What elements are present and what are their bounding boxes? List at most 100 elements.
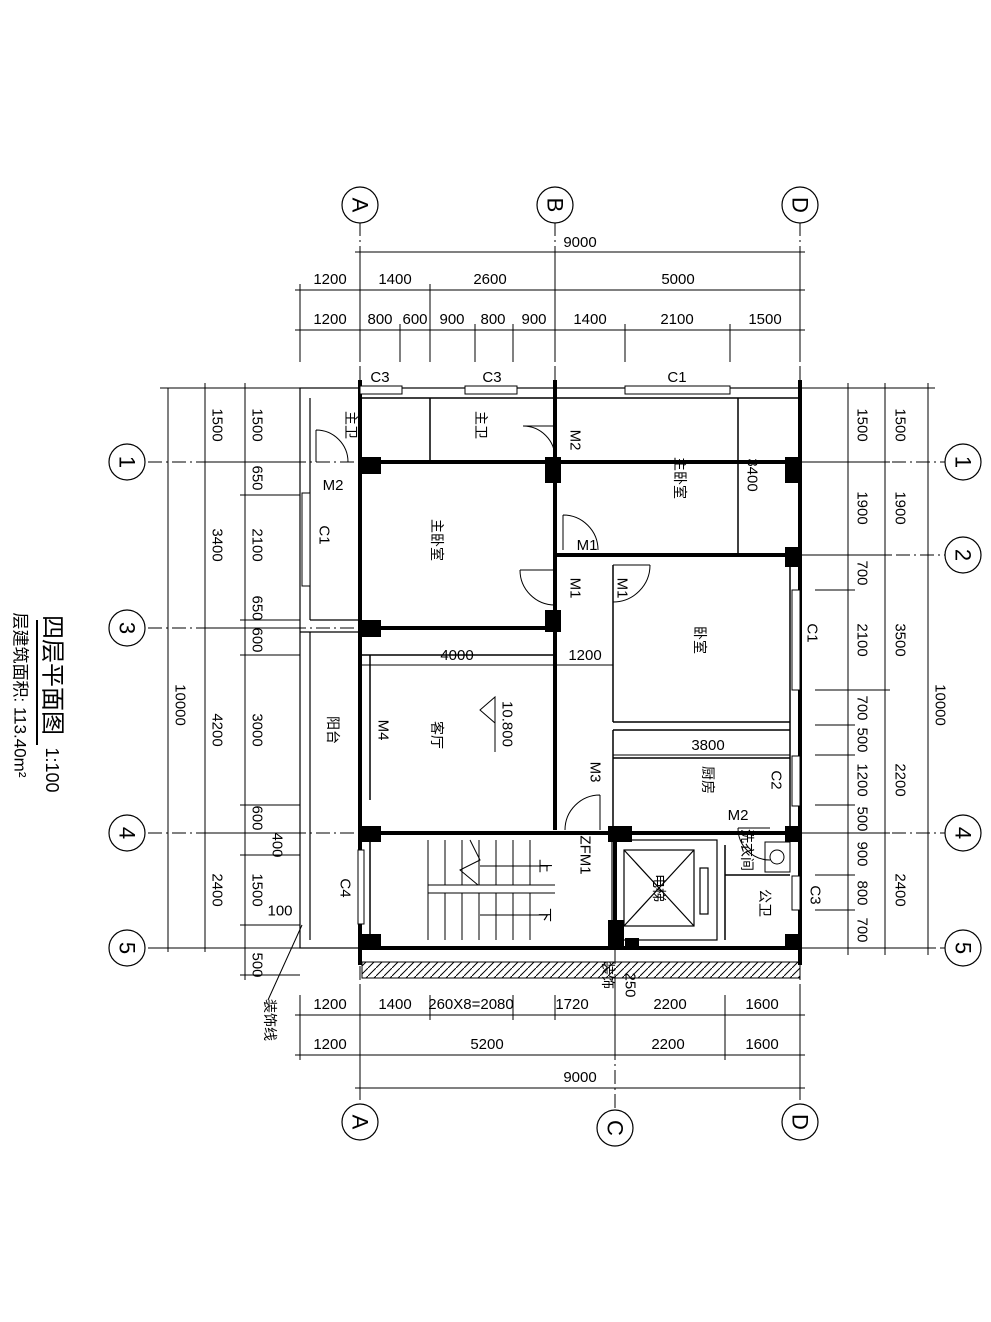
room-label-master-bed-2: 主卧室 [672,457,688,499]
dim-bottom-total: 9000 [563,1069,596,1086]
tag-zfm1: ZFM1 [577,835,594,874]
dim-bottom-row1: 2200 [653,996,686,1013]
axis-bubble-right-4: 4 [944,814,982,852]
room-label-living: 客厅 [429,721,445,749]
room-label-master-bed-1: 主卧室 [429,519,445,561]
elevation-marker: 10.800 [479,695,516,752]
room-label-bedroom: 卧室 [692,626,708,654]
tag-m1-c: M1 [614,578,631,599]
axis-label: 3 [115,622,140,634]
dim-right-inner: 800 [854,880,871,905]
axis-bubble-bottom-d: D [781,1103,819,1141]
dim-top-row2: 800 [480,311,505,328]
dim-right-inner: 500 [854,806,871,831]
axis-label: D [788,197,813,213]
dim-left-inner: 600 [249,627,266,652]
elevator [611,839,718,941]
elevation-value: 10.800 [499,701,516,747]
axis-label: 1 [115,456,140,468]
room-label-public-wc: 公卫 [757,889,773,917]
dim-left-outer: 10000 [172,684,189,726]
interior-dimension-lines [360,664,790,756]
dim-left-mid: 4200 [209,713,226,746]
dim-left-inner: 1500 [249,408,266,441]
dim-bottom-row1: 1600 [745,996,778,1013]
dim-right-inner: 700 [854,917,871,942]
dim-left-inner: 1500 [249,873,266,906]
dim-right-mid: 1900 [892,491,909,524]
staircase [427,839,555,940]
axis-bubble-left-3: 3 [108,609,146,647]
dim-interior: 4000 [440,647,473,664]
dim-right-mid: 3500 [892,623,909,656]
dim-top-row1: 2600 [473,271,506,288]
axis-label: 4 [951,827,976,839]
axis-label: B [543,198,568,213]
dim-top-row2: 900 [439,311,464,328]
dim-left-mid: 3400 [209,528,226,561]
tag-m3: M3 [587,762,604,783]
tag-c2: C2 [768,770,785,789]
windows [301,385,801,925]
dim-interior: 3800 [691,737,724,754]
decor-line-label: 装饰线 [262,999,278,1041]
axis-bubble-left-5: 5 [108,929,146,967]
tag-m2-c: M2 [728,807,749,824]
tag-c3-right: C3 [807,885,824,904]
dim-bottom-row2: 2200 [651,1036,684,1053]
axis-label: 5 [951,942,976,954]
axis-label: 1 [951,456,976,468]
tag-c4: C4 [337,878,354,897]
dim-top-row2: 800 [367,311,392,328]
dim-top-row1: 1200 [313,271,346,288]
dim-right-inner: 700 [854,695,871,720]
dim-top-row2: 900 [521,311,546,328]
axis-label: 2 [951,549,976,561]
dim-right-outer: 10000 [932,684,949,726]
dim-bottom-row1: 1720 [555,996,588,1013]
dim-right-inner: 1900 [854,491,871,524]
dim-left-inner: 2100 [249,528,266,561]
dim-right-inner: 1200 [854,763,871,796]
stair-up-label: 上 [537,859,553,873]
dim-right-mid: 2400 [892,873,909,906]
tag-c1-top: C1 [667,369,686,386]
tag-m2-a: M2 [323,477,344,494]
dim-left-inner: 3000 [249,713,266,746]
tag-m4: M4 [375,720,392,741]
dim-right-inner: 500 [854,727,871,752]
dim-top-row2: 1400 [573,311,606,328]
axis-bubble-bottom-c: C [596,1109,634,1147]
dim-top-row2: 600 [402,311,427,328]
doors [315,425,771,861]
sink-fixture [764,841,791,873]
axis-label: A [348,1115,373,1130]
room-label-kitchen: 厨房 [700,766,716,794]
dim-right-mid: 2200 [892,763,909,796]
dim-right-inner: 1500 [854,408,871,441]
tag-m1-a: M1 [577,537,598,554]
dim-right-inner: 2100 [854,623,871,656]
tag-m1-b: M1 [567,578,584,599]
room-label-toilet-1: 主卫 [343,411,359,439]
room-label-toilet-2: 主卫 [473,411,489,439]
dim-bottom-row2: 1200 [313,1036,346,1053]
dim-top-row1: 5000 [661,271,694,288]
dim-right-mid: 1500 [892,408,909,441]
dim-bottom-row2: 1600 [745,1036,778,1053]
tag-c3-a: C3 [370,369,389,386]
dim-left-inner: 650 [249,595,266,620]
dim-right-inner: 700 [854,560,871,585]
room-label-balcony: 阳台 [325,716,341,744]
dim-left-inner: 600 [249,805,266,830]
dim-bottom-row2: 5200 [470,1036,503,1053]
dim-top-row2: 1200 [313,311,346,328]
dim-left-inner: 100 [267,903,292,920]
room-label-elevator: 电梯 [651,874,667,902]
axis-bubble-top-a: A [341,186,379,224]
dim-bottom-row1: 1400 [378,996,411,1013]
dim-top-row1: 1400 [378,271,411,288]
axis-bubble-top-d: D [781,186,819,224]
tag-c1-right: C1 [804,623,821,642]
